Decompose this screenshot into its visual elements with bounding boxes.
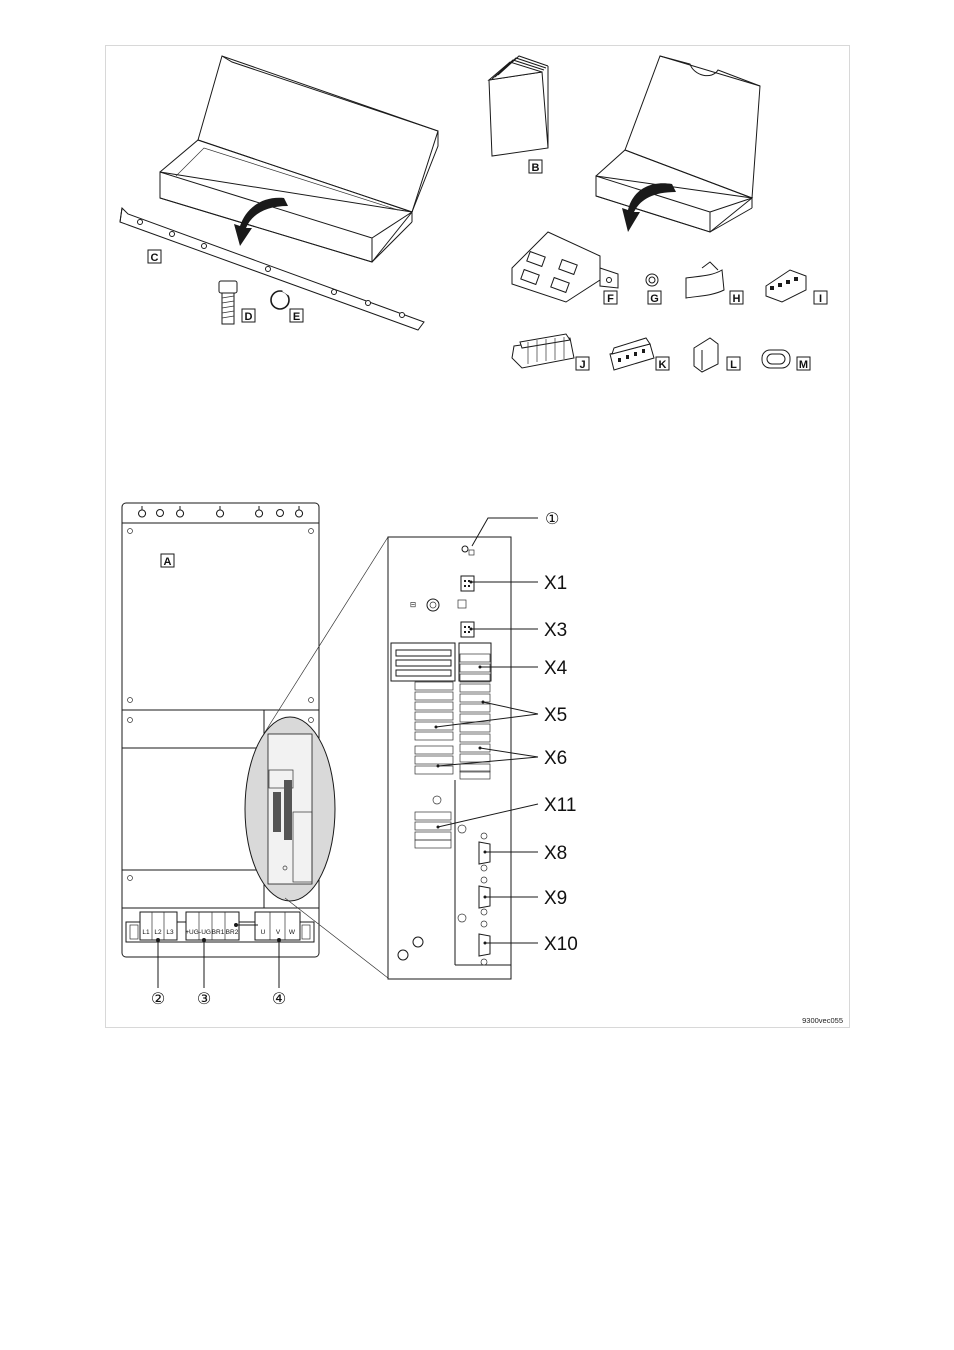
term-u: U xyxy=(261,929,266,936)
large-carton xyxy=(159,55,439,263)
terminal-column-left xyxy=(414,681,454,775)
sub-d-connectors xyxy=(478,832,491,966)
nut xyxy=(645,273,659,287)
label-j: J xyxy=(579,359,585,371)
figure-reference: 9300vec055 xyxy=(802,1016,843,1025)
callout-4: ④ xyxy=(272,989,286,1008)
label-a: A xyxy=(164,556,172,568)
label-x11: X11 xyxy=(544,795,576,816)
small-carton xyxy=(595,55,761,233)
terminal-column-right xyxy=(458,642,492,780)
label-c: C xyxy=(151,252,159,264)
label-i: I xyxy=(819,293,822,305)
grommet xyxy=(761,349,791,369)
operating-manual xyxy=(487,55,549,157)
label-x4: X4 xyxy=(544,658,568,679)
label-x8: X8 xyxy=(544,843,567,864)
label-x1: X1 xyxy=(544,573,567,594)
plug-angled xyxy=(693,337,719,373)
clamp xyxy=(685,261,725,299)
plug-4pin-small xyxy=(765,269,807,303)
plug-4pin xyxy=(609,337,655,371)
label-f: F xyxy=(607,293,614,305)
label-l: L xyxy=(730,359,737,371)
term-plus-ug: +UG xyxy=(185,929,199,936)
label-x9: X9 xyxy=(544,888,567,909)
term-v: V xyxy=(276,929,281,936)
term-minus-ug: -UG xyxy=(199,929,211,936)
label-x6: X6 xyxy=(544,748,567,769)
label-x5: X5 xyxy=(544,705,567,726)
screw xyxy=(218,280,238,325)
spring-washer xyxy=(270,288,290,310)
label-g: G xyxy=(650,293,659,305)
controller-housing: A L1 L2 L3 +UG -UG xyxy=(121,502,336,1008)
svg-text:⊟: ⊟ xyxy=(410,600,416,609)
callout-3: ③ xyxy=(197,989,211,1008)
label-x10: X10 xyxy=(544,934,578,955)
label-k: K xyxy=(659,359,667,371)
label-d: D xyxy=(245,311,253,323)
mounting-rail xyxy=(119,206,425,331)
callout-1: ① xyxy=(545,509,559,528)
term-l1: L1 xyxy=(142,929,150,936)
term-l2: L2 xyxy=(154,929,162,936)
part-labels: B C D E F G H I J K L M xyxy=(147,159,828,371)
callout-2: ② xyxy=(151,989,165,1008)
label-e: E xyxy=(293,311,300,323)
shield-sheet xyxy=(511,231,619,303)
term-br2: BR2 xyxy=(226,929,239,936)
term-l3: L3 xyxy=(166,929,174,936)
term-w: W xyxy=(289,929,296,936)
figure-frame xyxy=(105,45,850,1028)
plug-6pin xyxy=(511,333,575,369)
control-panel-detail: ⊟ xyxy=(387,536,512,980)
term-br1: BR1 xyxy=(212,929,225,936)
label-b: B xyxy=(532,162,540,174)
label-h: H xyxy=(733,293,741,305)
power-terminals: L1 L2 L3 +UG -UG BR1 BR2 U V W xyxy=(125,911,315,943)
connector-leaders xyxy=(435,517,539,944)
label-x3: X3 xyxy=(544,620,567,641)
label-m: M xyxy=(799,359,808,371)
